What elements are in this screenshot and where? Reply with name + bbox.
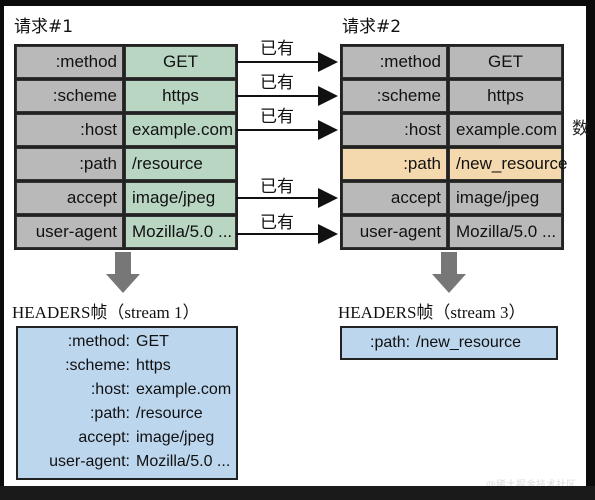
header-value: image/jpeg xyxy=(125,182,236,214)
request1-row: accept image/jpeg xyxy=(16,182,236,214)
request2-row: :scheme https xyxy=(342,80,562,112)
header-value: GET xyxy=(449,46,562,78)
header-key: :path xyxy=(342,148,447,180)
header-value: https xyxy=(125,80,236,112)
header-key: :host xyxy=(342,114,447,146)
down-arrow-1 xyxy=(106,252,140,293)
header-key: :path xyxy=(16,148,123,180)
frame-key: :scheme: xyxy=(65,357,130,374)
headers1-title: HEADERS帧（stream 1） xyxy=(12,303,200,322)
frame-value: /resource xyxy=(136,405,203,422)
request1-table: :method GET :scheme https :host example.… xyxy=(14,44,238,250)
existing-label: 已有 xyxy=(260,107,294,127)
header-key: user-agent xyxy=(342,216,447,248)
frame-key: :method: xyxy=(67,333,130,350)
existing-label: 已有 xyxy=(260,39,294,59)
header-value: example.com xyxy=(125,114,236,146)
cutoff-text: 数 xyxy=(572,119,589,139)
request2-row: :host example.com xyxy=(342,114,562,146)
existing-label: 已有 xyxy=(260,73,294,93)
header-value: https xyxy=(449,80,562,112)
header-value: Mozilla/5.0 ... xyxy=(125,216,236,248)
frame-value: /new_resource xyxy=(416,334,521,351)
request2-row-changed: :path /new_resource xyxy=(342,148,568,180)
frame-line: user-agent: Mozilla/5.0 ... xyxy=(18,450,236,474)
existing-label: 已有 xyxy=(260,177,294,197)
request2-table: :method GET :scheme https :host example.… xyxy=(340,44,568,250)
frame-key: :host: xyxy=(90,381,130,398)
frame-value: https xyxy=(136,357,171,374)
request1-row: :method GET xyxy=(16,46,236,78)
header-value: image/jpeg xyxy=(449,182,562,214)
request1-row: :path /resource xyxy=(16,148,236,180)
headers3-title: HEADERS帧（stream 3） xyxy=(338,303,526,322)
header-value: Mozilla/5.0 ... xyxy=(449,216,562,248)
header-key: user-agent xyxy=(16,216,123,248)
request1-row: user-agent Mozilla/5.0 ... xyxy=(16,216,236,248)
frame-line: :path: /new_resource xyxy=(342,328,556,358)
frame-line: :host: example.com xyxy=(18,378,236,402)
header-key: :method xyxy=(16,46,123,78)
header-value: /new_resource xyxy=(449,148,568,180)
frame-value: example.com xyxy=(136,381,232,398)
bottom-strip xyxy=(0,486,595,500)
header-value: example.com xyxy=(449,114,562,146)
frame-key: user-agent: xyxy=(49,453,130,470)
request2-row: accept image/jpeg xyxy=(342,182,562,214)
frame-line: accept: image/jpeg xyxy=(18,426,236,450)
request2-title: 请求#2 xyxy=(342,17,402,37)
existing-label: 已有 xyxy=(260,213,294,233)
frame-line: :method: GET xyxy=(18,330,236,354)
headers3-frame: :path: /new_resource xyxy=(340,326,558,360)
header-key: :scheme xyxy=(16,80,123,112)
frame-line: :scheme: https xyxy=(18,354,236,378)
frame-key: accept: xyxy=(78,429,130,446)
frame-value: GET xyxy=(136,333,169,350)
frame-key: :path: xyxy=(89,405,130,422)
frame-line: :path: /resource xyxy=(18,402,236,426)
frame-key: :path: xyxy=(370,334,411,351)
header-value: /resource xyxy=(125,148,236,180)
header-value: GET xyxy=(125,46,236,78)
request2-row: :method GET xyxy=(342,46,562,78)
down-arrow-3 xyxy=(432,252,466,293)
watermark: @稀土掘金技术社区 xyxy=(486,476,576,491)
header-key: accept xyxy=(342,182,447,214)
arrows-layer xyxy=(106,52,466,293)
header-key: accept xyxy=(16,182,123,214)
diagram-canvas: 请求#1 :method GET :scheme https :host exa… xyxy=(4,6,589,491)
header-key: :scheme xyxy=(342,80,447,112)
request1-row: :host example.com xyxy=(16,114,236,146)
request2-row: user-agent Mozilla/5.0 ... xyxy=(342,216,562,248)
request1-title: 请求#1 xyxy=(14,17,74,37)
header-key: :host xyxy=(16,114,123,146)
request1-row: :scheme https xyxy=(16,80,236,112)
frame-value: Mozilla/5.0 ... xyxy=(136,453,231,470)
frame-value: image/jpeg xyxy=(136,429,215,446)
header-key: :method xyxy=(342,46,447,78)
headers1-frame: :method: GET :scheme: https :host: examp… xyxy=(16,326,238,480)
